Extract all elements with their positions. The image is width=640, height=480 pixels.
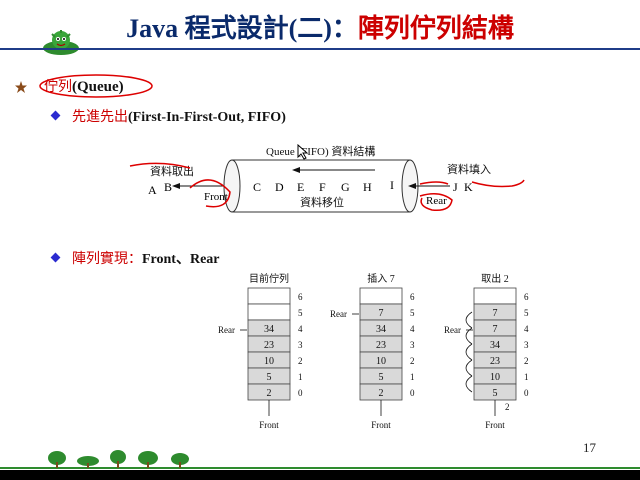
array-cell-value: 23 — [376, 340, 386, 351]
array-index: 3 — [524, 340, 529, 350]
sub-heading-impl: 陣列實現：Front、Rear — [72, 248, 220, 268]
array-index: 6 — [410, 292, 415, 302]
letter-e: E — [297, 180, 304, 194]
array-index: 2 — [410, 356, 415, 366]
letter-f: F — [319, 180, 326, 194]
array-index: 4 — [524, 324, 529, 334]
array-index: 5 — [410, 308, 415, 318]
heading-latin: (Queue) — [72, 79, 124, 95]
array-cell — [359, 287, 403, 305]
array-index: 6 — [298, 292, 303, 302]
array-index: 3 — [298, 340, 303, 350]
array-index: 3 — [410, 340, 415, 350]
array-index: 4 — [410, 324, 415, 334]
letter-d: D — [275, 180, 284, 194]
array-index: 2 — [524, 356, 529, 366]
letter-k: K — [464, 180, 473, 194]
array-index: 1 — [298, 372, 303, 382]
mouse-cursor-icon — [297, 143, 309, 165]
diamond-bullet-icon — [50, 252, 61, 263]
array-cell-value: 34 — [264, 324, 274, 335]
front-pointer-label: Front — [259, 420, 279, 430]
heading: 佇列(Queue) — [44, 76, 124, 96]
array-title: 插入 7 — [367, 272, 395, 285]
sub1-cjk: 先進先出 — [72, 109, 128, 125]
title-part2: 陣列佇列結構 — [357, 14, 514, 43]
title-rule — [0, 48, 640, 50]
letter-c: C — [253, 180, 261, 194]
array-cell-value: 10 — [264, 356, 274, 367]
array-index: 0 — [298, 388, 303, 398]
array-title: 目前佇列 — [249, 272, 289, 285]
front-pointer-label: Front — [371, 420, 391, 430]
array-cell — [247, 303, 291, 321]
footer-trees-decoration — [0, 450, 640, 469]
array-cell-value: 34 — [376, 324, 386, 335]
shift-arrow — [465, 311, 473, 329]
slide-title: Java 程式設計(二)：陣列佇列結構 — [0, 8, 640, 45]
sub-heading-fifo: 先進先出(First-In-First-Out, FIFO) — [72, 106, 286, 126]
title-part1: Java 程式設計(二)： — [126, 14, 358, 43]
array-index: 5 — [524, 308, 529, 318]
move-label: 資料移位 — [300, 195, 344, 209]
letter-h: H — [363, 180, 372, 194]
array-index: 5 — [298, 308, 303, 318]
rear-pointer-label: Rear — [444, 325, 461, 335]
array-cell-value: 10 — [376, 356, 386, 367]
array-cell-value: 23 — [264, 340, 274, 351]
array-cell — [247, 287, 291, 305]
heading-cjk: 佇列 — [44, 79, 72, 95]
front-label: Front — [204, 191, 228, 203]
rear-label: Rear — [426, 195, 447, 207]
logo-image — [38, 28, 84, 56]
page-number: 17 — [583, 440, 596, 455]
removed-value-label: 2 — [505, 402, 510, 412]
array-index: 1 — [410, 372, 415, 382]
shift-arrow — [465, 327, 473, 345]
array-cell-value: 7 — [493, 324, 498, 335]
array-index: 1 — [524, 372, 529, 382]
letter-b: B — [164, 180, 172, 194]
rear-pointer-label: Rear — [218, 325, 235, 335]
array-cell-value: 34 — [490, 340, 500, 351]
in-label: 資料填入 — [447, 162, 491, 176]
queue-diagram: Queue (FIFO) 資料結構 資料取出 資料填入 資料移位 A B C D… — [129, 144, 525, 213]
bottom-bar — [0, 470, 640, 480]
array-index: 0 — [410, 388, 415, 398]
shift-arrow — [465, 359, 473, 377]
array-index: 4 — [298, 324, 303, 334]
sub1-latin: (First-In-First-Out, FIFO) — [128, 110, 286, 125]
diamond-bullet-icon — [50, 110, 61, 121]
shift-arrow — [465, 375, 473, 393]
array-cell-value: 7 — [493, 308, 498, 319]
array-cell-value: 10 — [490, 372, 500, 383]
array-index: 2 — [298, 356, 303, 366]
array-cell-value: 2 — [379, 388, 384, 399]
heading-annotation-circle — [39, 74, 153, 98]
sub2-cjk: 陣列實現： — [72, 251, 142, 267]
letter-j: J — [453, 180, 458, 194]
array-title: 取出 2 — [481, 272, 509, 285]
sub2-latin: Front、Rear — [142, 252, 220, 267]
letter-i: I — [390, 178, 394, 192]
bullet-star-icon — [14, 80, 28, 94]
array-cell-value: 2 — [267, 388, 272, 399]
array-cell-value: 5 — [379, 372, 384, 383]
shift-arrow — [465, 343, 473, 361]
slide: Java 程式設計(二)：陣列佇列結構 佇列(Queue) 先進先出(First… — [0, 0, 640, 470]
array-index: 0 — [524, 388, 529, 398]
queue-diagram-title: Queue (FIFO) 資料結構 — [266, 144, 375, 158]
array-index: 6 — [524, 292, 529, 302]
front-pointer-label: Front — [485, 420, 505, 430]
array-cell-value: 23 — [490, 356, 500, 367]
letter-a: A — [148, 183, 157, 197]
rear-pointer-label: Rear — [330, 309, 347, 319]
out-label: 資料取出 — [150, 164, 194, 178]
array-cell-value: 5 — [493, 388, 498, 399]
array-cell — [473, 287, 517, 305]
array-cell-value: 7 — [379, 308, 384, 319]
letter-g: G — [341, 180, 350, 194]
array-cell-value: 5 — [267, 372, 272, 383]
